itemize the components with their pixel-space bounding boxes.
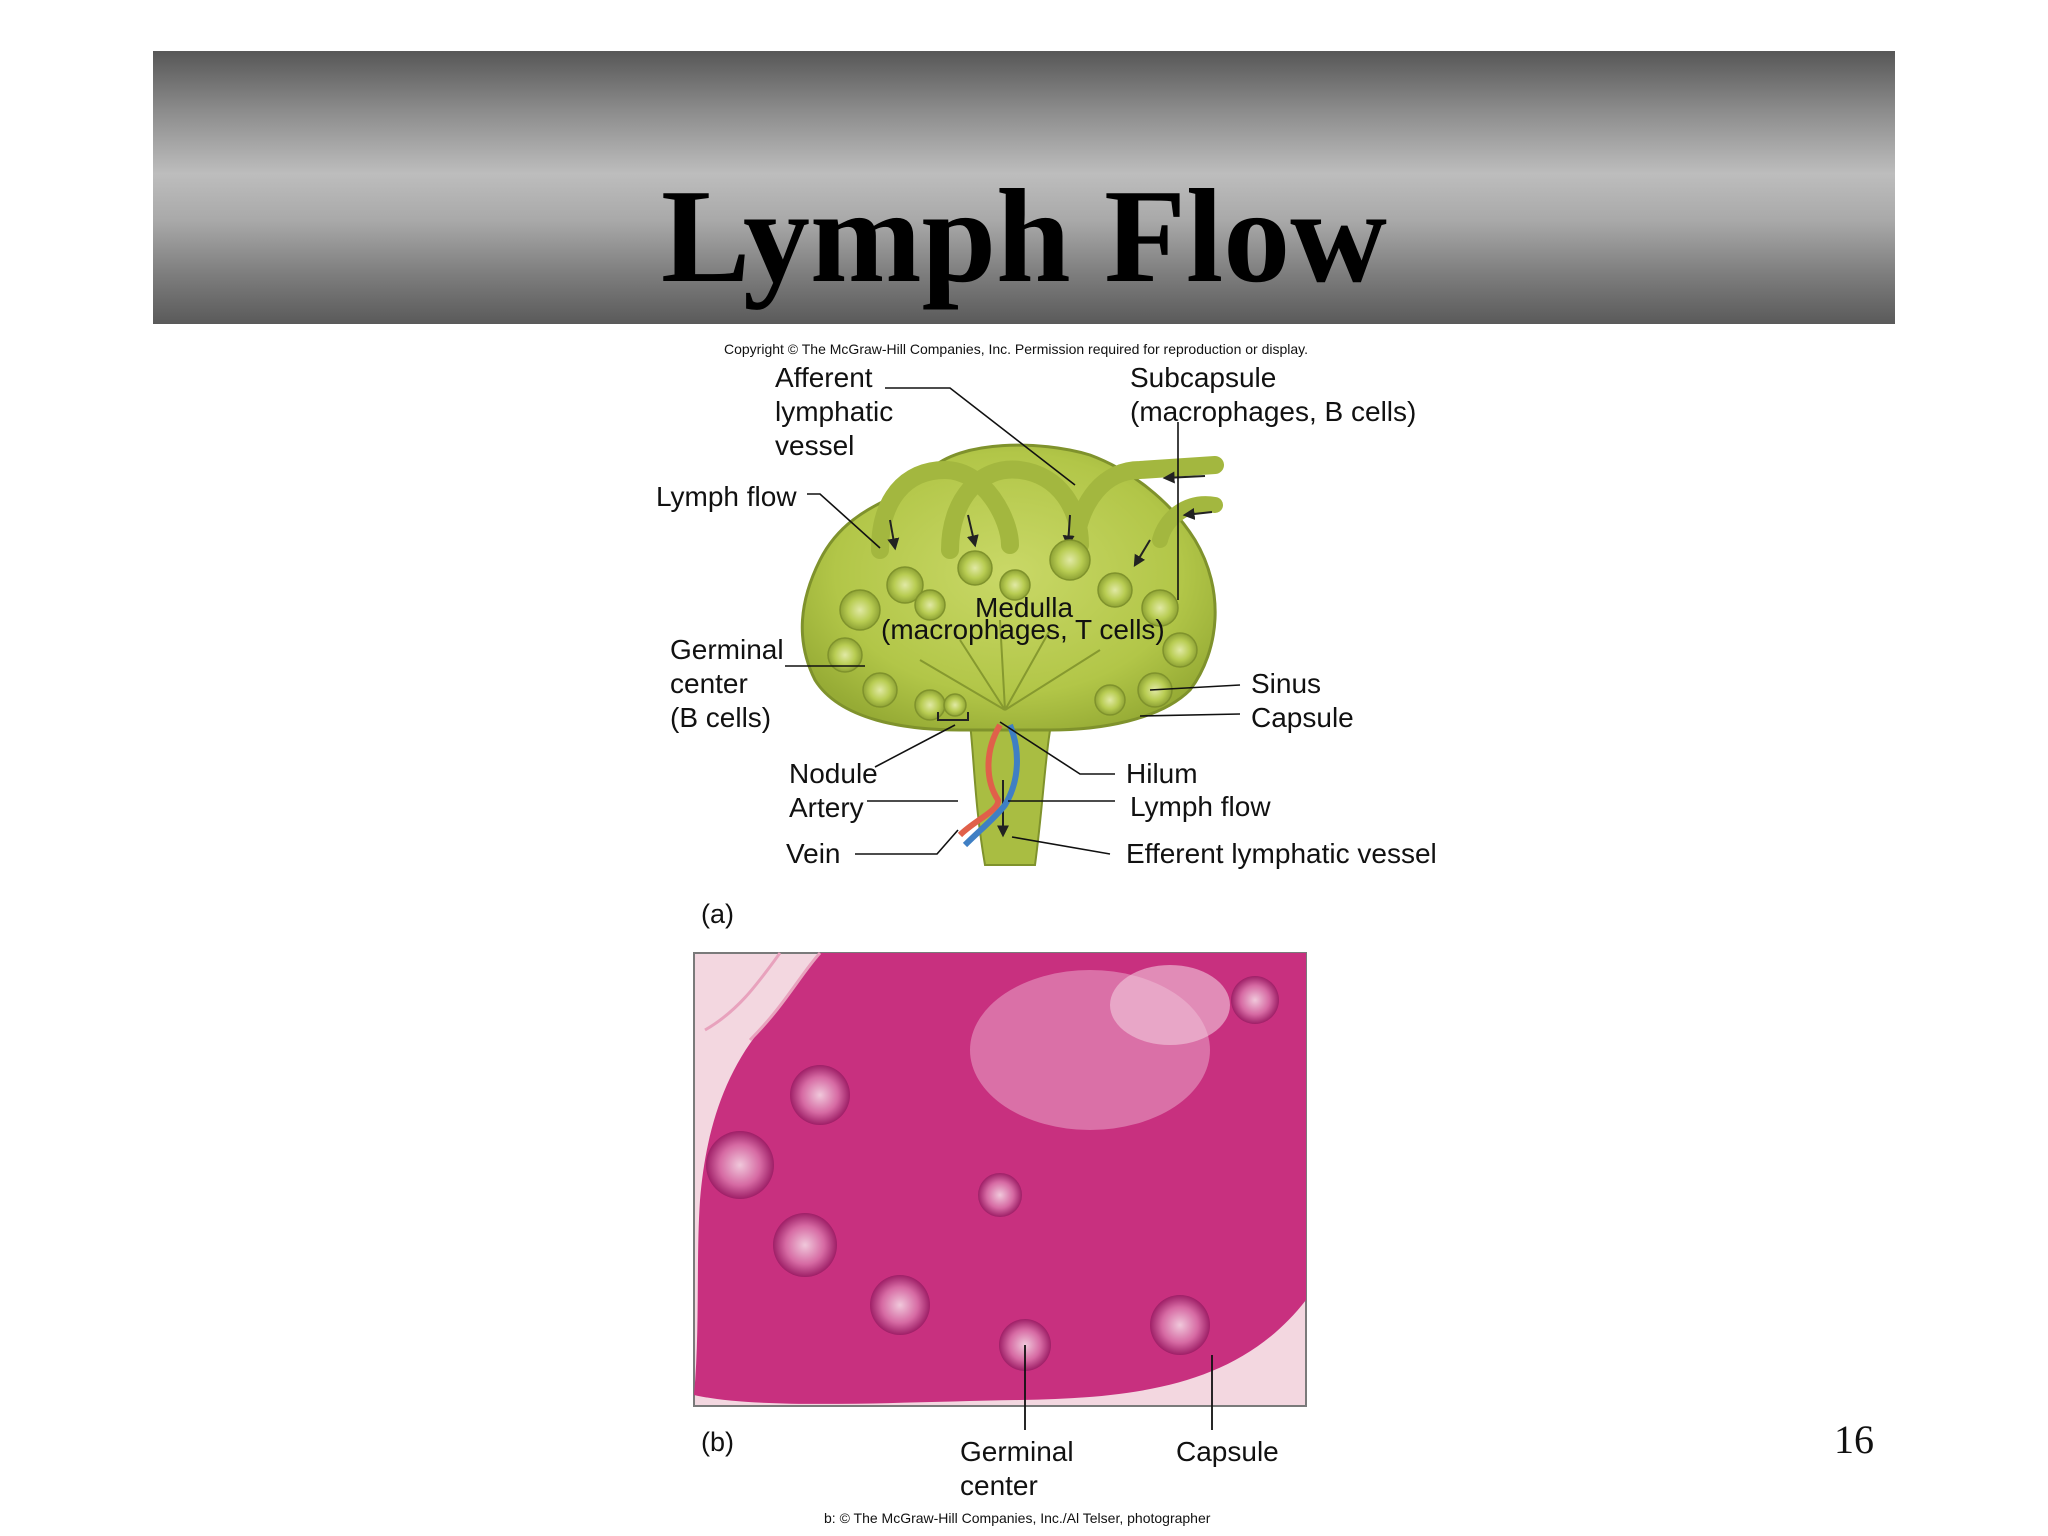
- label-subcapsule-2: (macrophages, B cells): [1130, 396, 1417, 427]
- label-subcapsule: Subcapsule: [1130, 362, 1277, 393]
- label-capsule-a: Capsule: [1251, 702, 1354, 733]
- label-afferent: Afferent: [775, 362, 873, 393]
- label-sinus: Sinus: [1251, 668, 1322, 699]
- photo-credit: b: © The McGraw-Hill Companies, Inc./Al …: [824, 1510, 1211, 1526]
- slide-title: Lymph Flow: [660, 162, 1387, 310]
- diagram-a-leader-lines: [785, 387, 1241, 855]
- label-medulla: Medulla: [975, 592, 1074, 623]
- label-hilum: Hilum: [1126, 758, 1198, 789]
- panel-label-a: (a): [701, 899, 734, 929]
- micrograph: [693, 951, 1307, 1430]
- panel-label-b: (b): [701, 1427, 734, 1457]
- lymph-node-diagram: [800, 443, 1224, 866]
- page-number: 16: [1834, 1417, 1874, 1462]
- label-afferent-3: vessel: [775, 430, 855, 461]
- label-afferent-2: lymphatic: [775, 396, 894, 427]
- label-germinal-center-b: Germinal: [960, 1436, 1074, 1467]
- label-medulla-2: (macrophages, T cells): [881, 614, 1165, 645]
- label-germinal-center-a-3: (B cells): [670, 702, 772, 733]
- label-lymph-flow-top: Lymph flow: [656, 481, 797, 512]
- label-germinal-center-a-2: center: [670, 668, 748, 699]
- medullary-cords: [919, 619, 1101, 711]
- label-efferent: Efferent lymphatic vessel: [1126, 838, 1437, 869]
- nodule-bracket: [937, 712, 969, 721]
- label-artery: Artery: [789, 792, 864, 823]
- cortical-follicles: [827, 539, 1198, 721]
- label-lymph-flow-bottom: Lymph flow: [1130, 791, 1271, 822]
- label-germinal-center-a: Germinal: [670, 634, 784, 665]
- label-capsule-b: Capsule: [1176, 1436, 1279, 1467]
- title-bar: Lymph Flow: [153, 51, 1895, 324]
- germinal-centers: [706, 976, 1279, 1371]
- vein: [962, 723, 1020, 848]
- label-vein: Vein: [786, 838, 841, 869]
- label-nodule: Nodule: [789, 758, 878, 789]
- copyright-notice: Copyright © The McGraw-Hill Companies, I…: [724, 341, 1309, 357]
- label-germinal-center-b-2: center: [960, 1470, 1038, 1501]
- artery: [957, 723, 1003, 838]
